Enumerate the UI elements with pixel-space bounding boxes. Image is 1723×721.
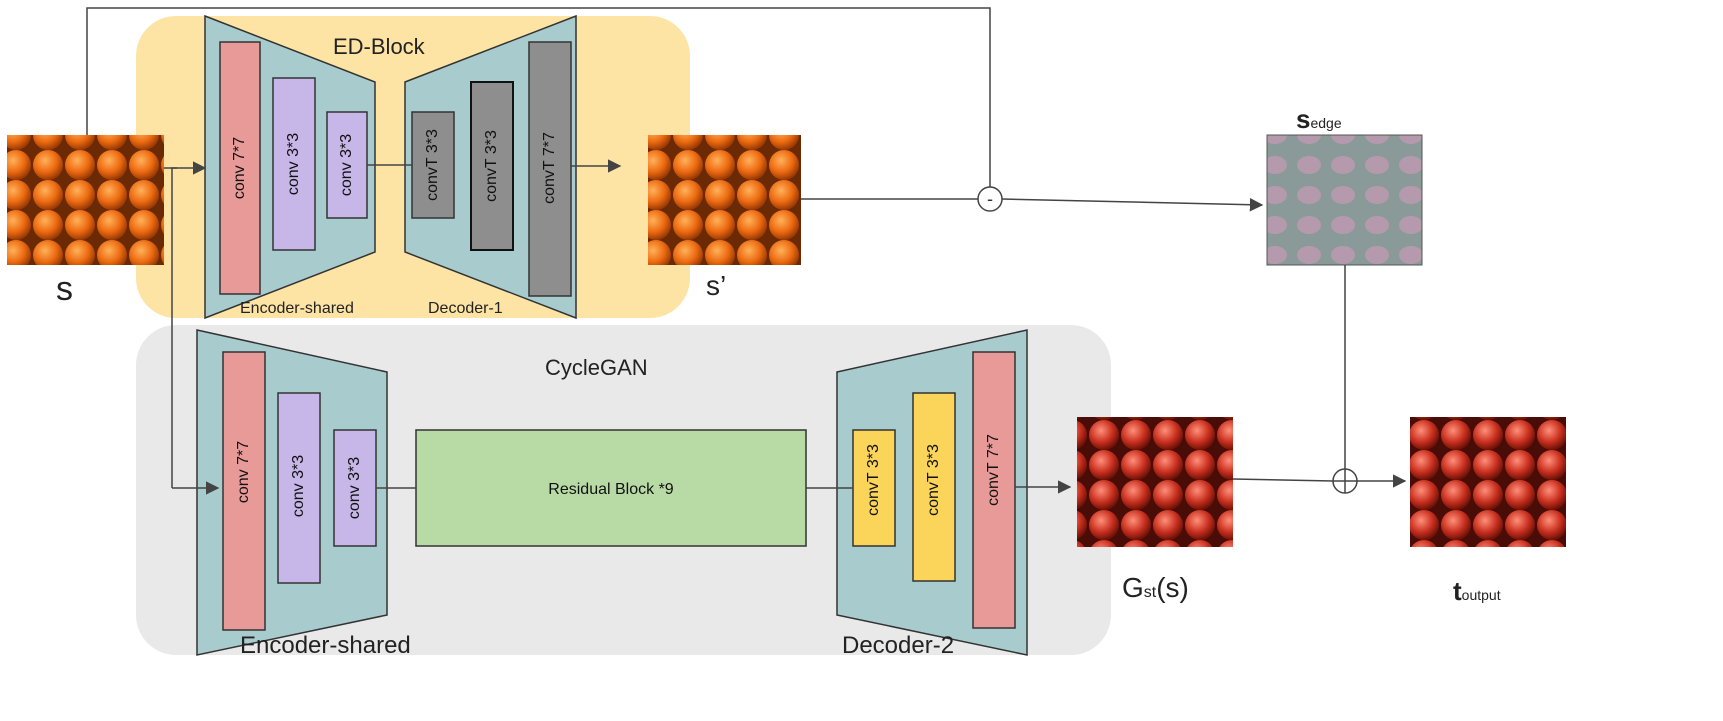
- encoder-shared-bottom-label: Encoder-shared: [240, 632, 411, 659]
- bot-enc-label-2: conv 3*3: [290, 455, 307, 517]
- bot-enc-label-3: conv 3*3: [346, 457, 363, 519]
- reconstructed-image-s-prime: [648, 135, 801, 265]
- decoder-1-label: Decoder-1: [428, 300, 503, 317]
- decoder-2-label: Decoder-2: [842, 632, 955, 659]
- ed-block-title: ED-Block: [333, 34, 425, 59]
- edge-image-s-edge: [1266, 134, 1423, 266]
- bot-enc-layer-2: [277, 392, 321, 584]
- top-dec-layer-2: [470, 81, 514, 251]
- generated-image-gst: [1077, 417, 1233, 547]
- s-prime-label: s’: [706, 270, 727, 301]
- top-dec-label-2: convT 3*3: [483, 130, 500, 202]
- s-edge-label: sedge: [1296, 104, 1342, 135]
- s-edge-sub: edge: [1310, 115, 1342, 131]
- residual-block: [415, 429, 807, 547]
- top-dec-layer-3: [528, 41, 572, 297]
- input-image-s: [7, 135, 164, 265]
- top-enc-layer-1: [219, 41, 261, 295]
- s-edge-main: s: [1296, 104, 1311, 134]
- top-enc-label-3: conv 3*3: [338, 134, 355, 196]
- s-to-encoder-bottom-line: [171, 167, 177, 488]
- skip-connection-line: [86, 7, 991, 187]
- top-enc-label-1: conv 7*7: [231, 137, 248, 199]
- top-dec-label-3: convT 7*7: [541, 132, 558, 204]
- top-dec-label-1: convT 3*3: [424, 129, 441, 201]
- cyclegan-title: CycleGAN: [545, 355, 648, 380]
- minus-to-edge-arrow: [1001, 197, 1264, 212]
- top-enc-label-2: conv 3*3: [285, 133, 302, 195]
- gst-arg: (s): [1156, 572, 1189, 603]
- bot-dec-layer-3: [972, 351, 1016, 629]
- output-image-t: [1410, 417, 1566, 547]
- gst-to-plus-line: [1232, 478, 1334, 482]
- t-sub: output: [1461, 587, 1501, 603]
- s-label: s: [56, 270, 73, 308]
- t-main: t: [1453, 576, 1462, 606]
- gst-sub: st: [1143, 584, 1157, 601]
- residual-block-label: Residual Block *9: [548, 481, 674, 498]
- encoder-shared-top-label: Encoder-shared: [240, 300, 354, 317]
- subtract-symbol: -: [987, 189, 993, 209]
- bot-enc-label-1: conv 7*7: [235, 441, 252, 503]
- bot-dec-label-3: convT 7*7: [985, 434, 1002, 506]
- bot-dec-label-1: convT 3*3: [865, 444, 882, 516]
- gst-main: G: [1122, 572, 1144, 603]
- gst-label: Gst(s): [1122, 572, 1189, 604]
- bot-dec-label-2: convT 3*3: [925, 444, 942, 516]
- bot-dec-layer-2: [912, 392, 956, 582]
- bot-enc-layer-1: [222, 351, 266, 631]
- top-enc-layer-2: [272, 77, 316, 251]
- t-output-label: toutput: [1453, 576, 1501, 607]
- bot-dec-layer-1: [852, 429, 896, 547]
